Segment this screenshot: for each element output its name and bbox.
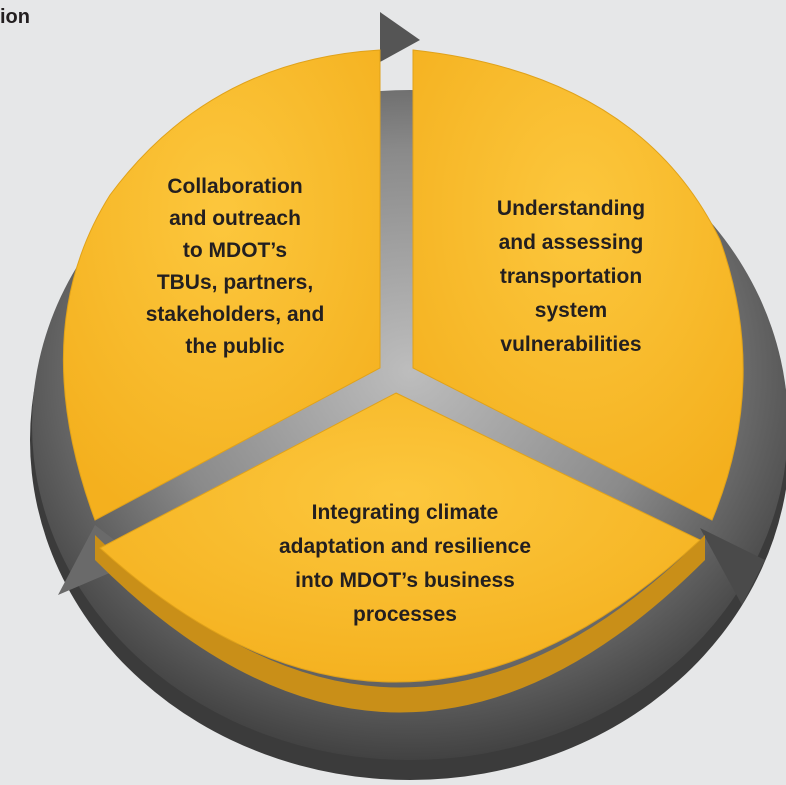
svg-text:Understanding: Understanding: [497, 197, 645, 220]
segment-2-line-3: transportation: [500, 265, 642, 288]
segment-1-line-3: to MDOT’s: [183, 239, 287, 262]
svg-text:TBUs, partners,: TBUs, partners,: [157, 271, 313, 294]
title-fragment: ion: [0, 6, 30, 28]
svg-text:processes: processes: [353, 603, 457, 626]
svg-text:system: system: [535, 299, 607, 322]
svg-text:transportation: transportation: [500, 265, 642, 288]
svg-text:to MDOT’s: to MDOT’s: [183, 239, 287, 262]
segment-2-line-5: vulnerabilities: [500, 333, 641, 356]
svg-text:stakeholders, and: stakeholders, and: [146, 303, 325, 326]
segment-1-line-6: the public: [185, 335, 284, 358]
segment-1-line-2: and outreach: [169, 207, 301, 230]
segment-1-label: Collaboration and outreach to MDOT’s TBU…: [146, 175, 325, 358]
segment-3-label: Integrating climate adaptation and resil…: [279, 501, 531, 626]
segment-1-line-4: TBUs, partners,: [157, 271, 313, 294]
svg-text:adaptation and resilience: adaptation and resilience: [279, 535, 531, 558]
arrow-head-top: [380, 12, 420, 62]
segment-collaboration: [62, 49, 381, 521]
segment-3-line-3: into MDOT’s business: [295, 569, 515, 592]
svg-text:and assessing: and assessing: [499, 231, 644, 254]
segment-2-line-4: system: [535, 299, 607, 322]
segment-3-line-4: processes: [353, 603, 457, 626]
segment-2-line-1: Understanding: [497, 197, 645, 220]
segment-3-line-2: adaptation and resilience: [279, 535, 531, 558]
arrow-head-right: [700, 528, 765, 605]
segment-1-line-5: stakeholders, and: [146, 303, 325, 326]
segment-integrating: [99, 392, 701, 683]
segment-3-line-1: Integrating climate: [312, 501, 499, 524]
segment-1-line-1: Collaboration: [167, 175, 302, 198]
svg-text:vulnerabilities: vulnerabilities: [500, 333, 641, 356]
svg-text:the public: the public: [185, 335, 284, 358]
svg-text:Collaboration: Collaboration: [167, 175, 302, 198]
svg-text:into MDOT’s business: into MDOT’s business: [295, 569, 515, 592]
svg-text:Integrating climate: Integrating climate: [312, 501, 499, 524]
segment-edge-bottom: [95, 535, 705, 713]
segment-2-line-2: and assessing: [499, 231, 644, 254]
segment-understanding: [412, 49, 744, 521]
svg-text:and outreach: and outreach: [169, 207, 301, 230]
segment-2-label: Understanding and assessing transportati…: [497, 197, 645, 356]
